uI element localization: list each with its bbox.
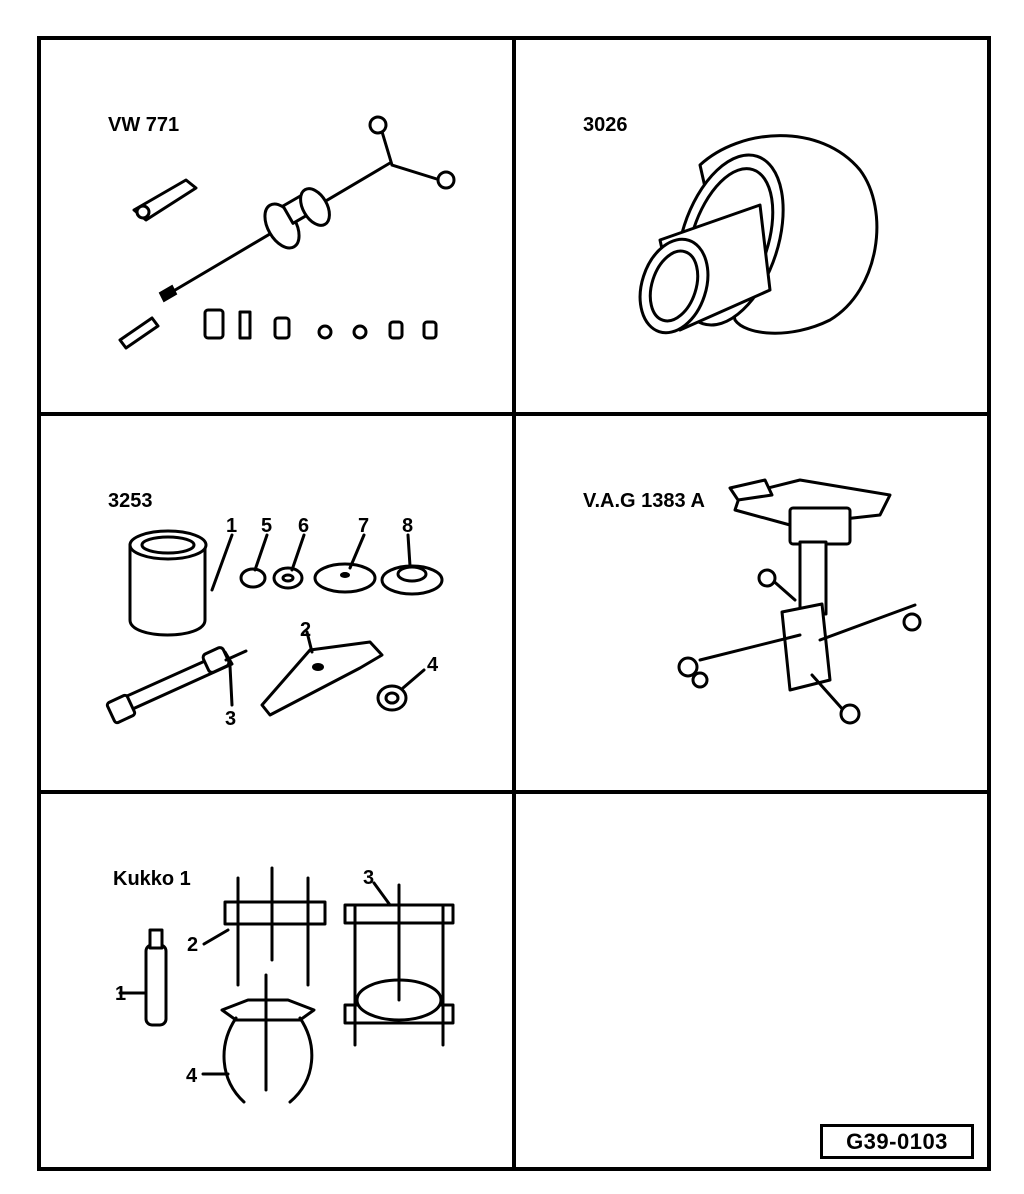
cell-kukko1: Kukko 1 3 2 (113, 866, 455, 1104)
reference-code-box: G39-0103 (820, 1124, 974, 1159)
sleeve-illustration (638, 134, 879, 335)
callout-kukko-3: 3 (363, 867, 374, 889)
cell-vw771: VW 771 (108, 114, 456, 350)
cell-vag1383a: V.A.G 1383 A (583, 478, 922, 725)
puller-set-illustration (118, 866, 455, 1104)
tool-3253-illustration (105, 529, 444, 725)
cell-label-3026: 3026 (583, 114, 628, 136)
callout-kukko-4: 4 (186, 1065, 198, 1087)
callout-3253-8: 8 (402, 515, 413, 537)
cell-3253: 3253 (105, 490, 444, 730)
grid-frame (37, 36, 991, 1171)
cell-3026: 3026 (583, 114, 879, 335)
cell-label-vw771: VW 771 (108, 114, 179, 136)
callout-kukko-1: 1 (115, 983, 126, 1005)
cell-label-vag1383a: V.A.G 1383 A (583, 490, 705, 512)
callout-3253-4: 4 (427, 654, 439, 676)
transmission-jack-illustration (677, 478, 922, 725)
callout-3253-2: 2 (300, 619, 311, 641)
callout-3253-6: 6 (298, 515, 309, 537)
cell-label-3253: 3253 (108, 490, 153, 512)
slide-hammer-illustration (118, 115, 456, 350)
cell-label-kukko1: Kukko 1 (113, 868, 191, 890)
callout-3253-7: 7 (358, 515, 369, 537)
callout-3253-3: 3 (225, 708, 236, 730)
callout-3253-5: 5 (261, 515, 272, 537)
reference-code: G39-0103 (846, 1128, 948, 1154)
callout-3253-1: 1 (226, 515, 237, 537)
callout-kukko-2: 2 (187, 934, 198, 956)
